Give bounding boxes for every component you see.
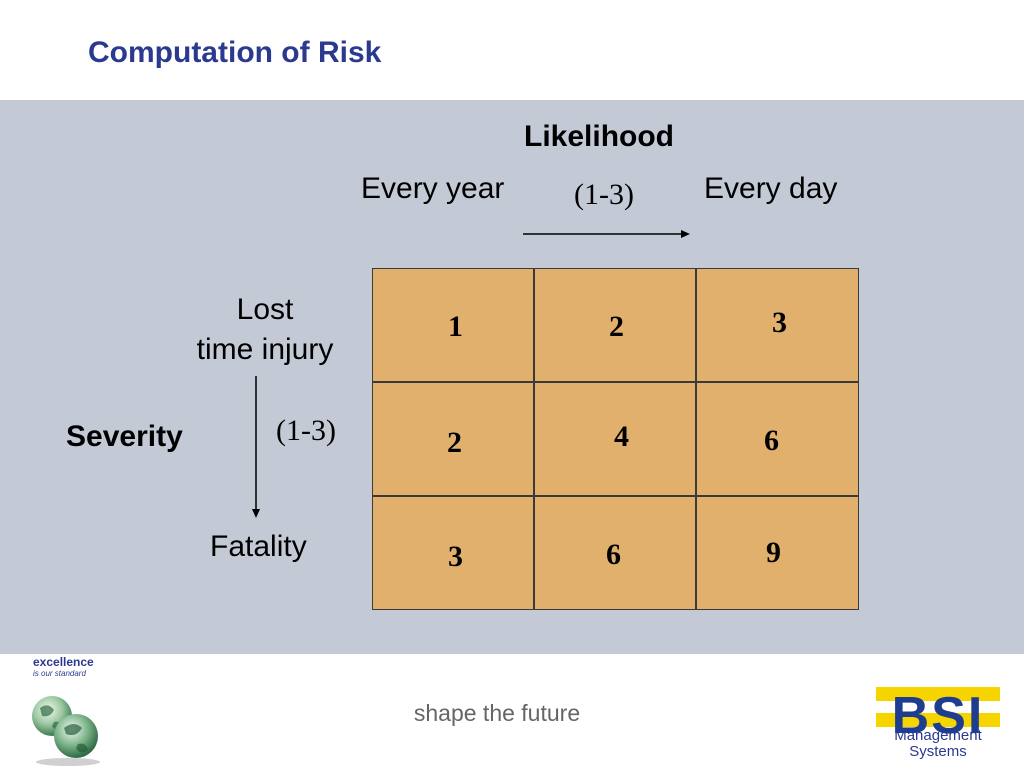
excellence-text: excellence <box>33 655 94 669</box>
matrix-cell <box>372 382 534 496</box>
matrix-cell <box>372 268 534 382</box>
matrix-cell <box>696 268 859 382</box>
matrix-value: 2 <box>609 310 624 343</box>
bsi-logo-yellow-band <box>876 687 1000 701</box>
excellence-logo: excellence is our standard <box>33 655 113 679</box>
matrix-cell <box>696 496 859 610</box>
severity-low-label: Lost time injury <box>186 290 344 370</box>
footer-tagline: shape the future <box>413 700 581 726</box>
matrix-value: 1 <box>448 310 463 343</box>
globes-icon <box>32 696 100 766</box>
severity-high-label: Fatality <box>210 530 307 563</box>
matrix-cell <box>534 382 696 496</box>
bsi-subtitle-line2: Systems <box>909 743 967 760</box>
slide-title: Computation of Risk <box>88 36 382 69</box>
likelihood-low-label: Every year <box>361 172 505 205</box>
bsi-logo-yellow-band <box>876 713 1000 727</box>
likelihood-label: Likelihood <box>524 120 674 153</box>
matrix-cell <box>534 496 696 610</box>
matrix-value: 6 <box>606 538 621 571</box>
likelihood-range: (1-3) <box>574 178 634 211</box>
severity-label: Severity <box>66 420 183 453</box>
bsi-subtitle: Management Systems <box>872 728 1004 760</box>
matrix-value: 6 <box>764 424 779 457</box>
severity-low-line2: time injury <box>196 333 334 366</box>
likelihood-arrow <box>523 230 690 238</box>
bsi-logo-text: BSI <box>892 687 985 745</box>
matrix-value: 9 <box>766 536 781 569</box>
matrix-cell <box>534 268 696 382</box>
severity-arrow <box>252 376 260 518</box>
matrix-value: 2 <box>447 426 462 459</box>
matrix-value: 3 <box>772 306 787 339</box>
bsi-subtitle-line1: Management <box>894 727 982 744</box>
severity-low-line1: Lost <box>236 293 294 326</box>
matrix-cell <box>372 496 534 610</box>
matrix-value: 3 <box>448 540 463 573</box>
matrix-cell <box>696 382 859 496</box>
likelihood-high-label: Every day <box>704 172 838 205</box>
matrix-value: 4 <box>614 420 629 453</box>
severity-range: (1-3) <box>276 414 336 447</box>
excellence-tagline: is our standard <box>33 669 86 678</box>
bsi-logo: BSI <box>876 687 1000 745</box>
